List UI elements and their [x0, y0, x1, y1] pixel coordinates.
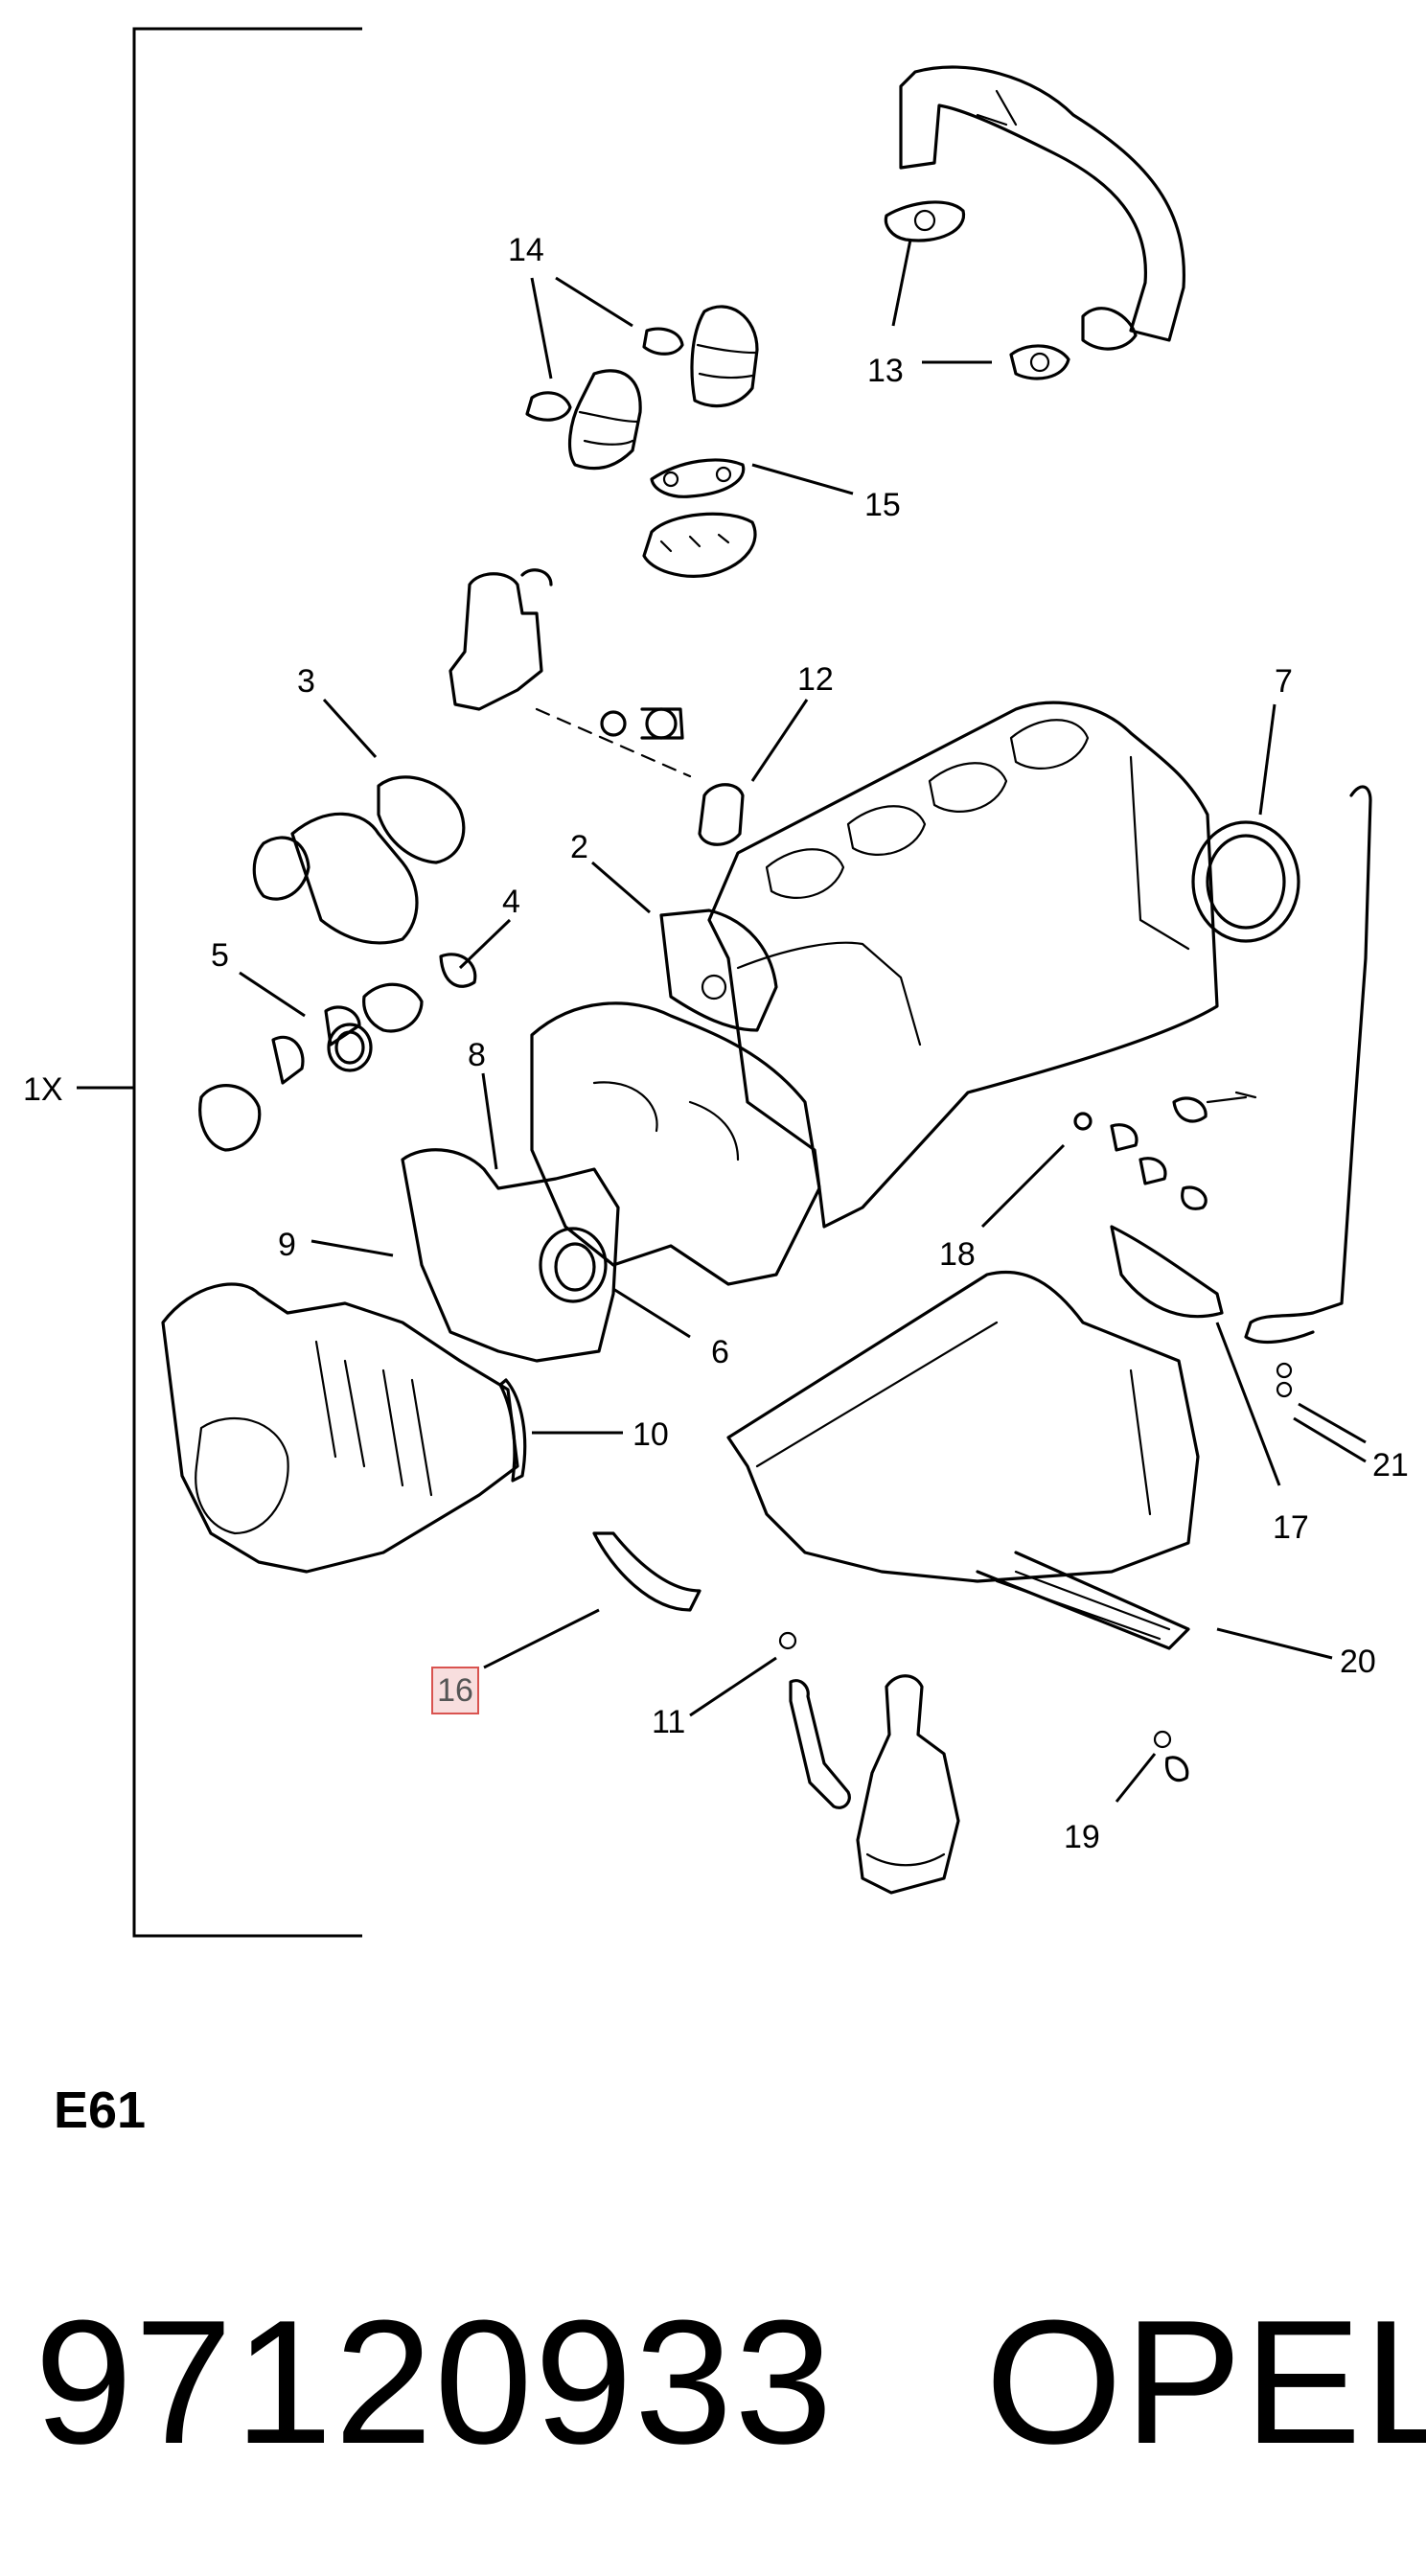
front-engine-body	[161, 1282, 519, 1574]
callout-19: 19	[1064, 1819, 1100, 1855]
highlighted-callout-box	[431, 1667, 479, 1714]
callout-21: 21	[1372, 1447, 1409, 1484]
washer-19	[1153, 1730, 1172, 1749]
part-number: 97120933	[34, 2283, 835, 2480]
oil-pump-pickup	[778, 1631, 960, 1895]
brand-name: OPEL	[985, 2283, 1426, 2480]
kit-bracket	[77, 27, 362, 1938]
callout-15: 15	[864, 487, 901, 523]
section-code: E61	[54, 2082, 147, 2139]
callout-3: 3	[297, 663, 315, 700]
washer-21	[1276, 1362, 1293, 1379]
callout-7: 7	[1275, 663, 1293, 700]
callout-16: 16	[437, 1672, 473, 1709]
oil-pan	[726, 1270, 1200, 1650]
callout-11: 11	[652, 1704, 685, 1740]
gasket-17	[1110, 1225, 1224, 1319]
callout-14: 14	[508, 232, 544, 268]
callout-4: 4	[502, 884, 520, 920]
callout-20: 20	[1340, 1644, 1376, 1680]
timing-cover-gasket	[401, 1148, 620, 1363]
callout-12: 12	[797, 661, 834, 698]
callout-18: 18	[939, 1236, 976, 1273]
callout-8: 8	[468, 1037, 486, 1073]
callout-10: 10	[632, 1416, 669, 1453]
engine-block	[707, 701, 1219, 1229]
callout-9: 9	[278, 1227, 296, 1263]
gasket-13	[884, 200, 1070, 380]
quantity-label: 1X	[23, 1071, 63, 1108]
sensors	[1073, 1091, 1257, 1210]
callout-13: 13	[867, 353, 904, 389]
callout-17: 17	[1273, 1509, 1309, 1546]
bearing-seal-16	[592, 1531, 702, 1612]
front-plate-gasket	[659, 908, 778, 1032]
egr-pipe	[899, 65, 1186, 351]
callout-5: 5	[211, 937, 229, 974]
thermostat-housing	[448, 568, 692, 778]
water-pump	[198, 775, 477, 1152]
callout-2: 2	[570, 829, 588, 865]
leader-lines	[239, 239, 1367, 1803]
egr-valves	[525, 305, 759, 578]
timing-cover	[530, 1001, 821, 1286]
rear-seal-7	[1191, 820, 1300, 943]
seal-10	[498, 1378, 527, 1483]
callout-6: 6	[711, 1334, 729, 1370]
dipstick-tube	[1244, 785, 1372, 1344]
exploded-parts-diagram: 1X	[23, 27, 1409, 1938]
gasket-12	[698, 783, 745, 846]
